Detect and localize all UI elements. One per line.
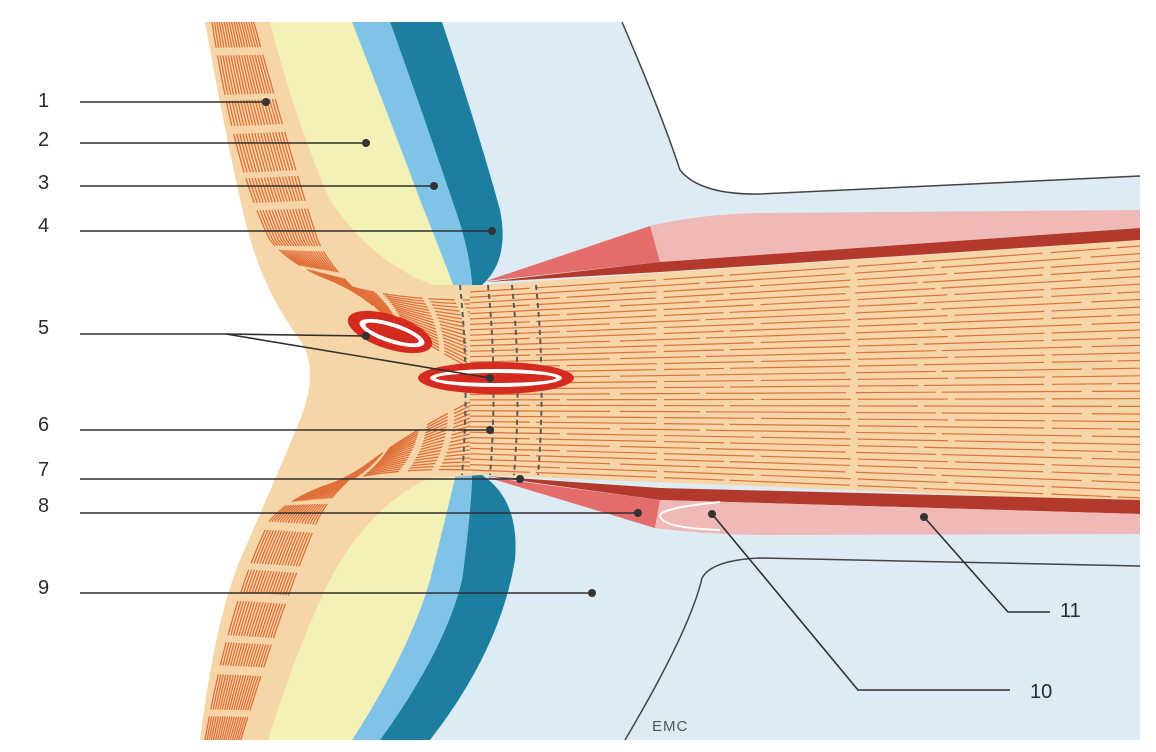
label-6: 6 — [38, 414, 49, 436]
label-3: 3 — [38, 172, 49, 194]
credit-mark: EMC — [652, 718, 688, 735]
upper-boundary-line — [622, 22, 1140, 194]
label-2: 2 — [38, 129, 49, 151]
label-10: 10 — [1030, 681, 1052, 703]
vessel-central — [418, 362, 574, 394]
label-4: 4 — [38, 215, 49, 237]
label-7: 7 — [38, 459, 49, 481]
label-1: 1 — [38, 90, 49, 112]
label-8: 8 — [38, 495, 49, 517]
label-9: 9 — [38, 577, 49, 599]
label-5: 5 — [38, 317, 49, 339]
label-11: 11 — [1060, 600, 1081, 622]
